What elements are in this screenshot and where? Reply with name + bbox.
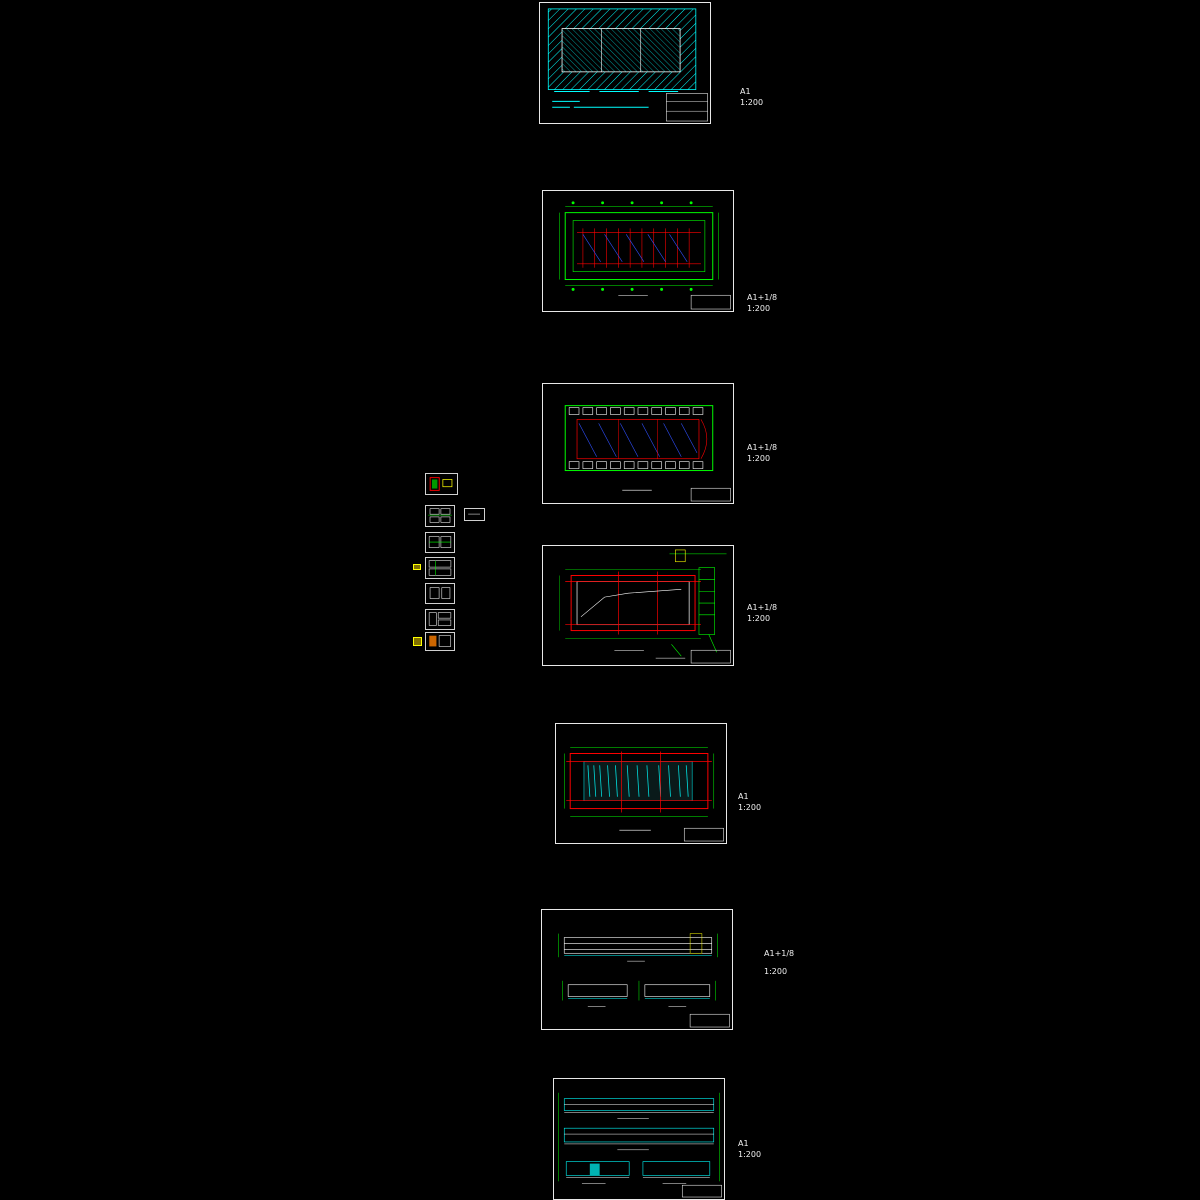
drawing-sheet-floor-plan-1[interactable]: [542, 190, 734, 312]
thumbnail-sheet-3[interactable]: [425, 532, 455, 553]
sheet-7-format-label: A1: [738, 1139, 749, 1148]
drawing-sheet-roof-plan[interactable]: [542, 545, 734, 666]
thumbnail-sheet-6[interactable]: [425, 609, 455, 630]
thumbnail-yellow-tag-2[interactable]: [413, 637, 422, 646]
drawing-sheet-sections[interactable]: [553, 1078, 725, 1200]
sheet-5-format-label: A1: [738, 792, 749, 801]
thumbnail-4-drawing: [428, 560, 452, 576]
thumbnail-sheet-4[interactable]: [425, 557, 455, 579]
thumbnail-1-drawing: [429, 477, 453, 491]
sheet-1-format-label: A1: [740, 87, 751, 96]
drawing-sheet-floor-plan-2[interactable]: [542, 383, 734, 504]
thumbnail-legend-drawing: [468, 513, 480, 515]
thumbnail-7-drawing: [429, 635, 452, 647]
thumbnail-yellow-tag-1[interactable]: [413, 564, 421, 570]
sheet-6-scale-label: 1:200: [764, 967, 788, 976]
site-plan-drawing: [547, 8, 708, 122]
sheet-7-scale-label: 1:200: [738, 1150, 762, 1159]
sheet-1-scale-label: 1:200: [740, 98, 764, 107]
floor-plan-1-drawing: [559, 201, 731, 310]
roof-plan-drawing: [559, 549, 731, 664]
sheet-6-format-label: A1+1/8: [764, 949, 795, 958]
sheet-4-format-label: A1+1/8: [747, 603, 778, 612]
thumbnail-sheet-1[interactable]: [425, 473, 458, 495]
sheet-2-scale-label: 1:200: [747, 304, 771, 313]
thumbnail-5-drawing: [429, 587, 451, 599]
thumbnail-sheet-2[interactable]: [425, 505, 455, 527]
sheet-4-scale-label: 1:200: [747, 614, 771, 623]
thumbnail-3-drawing: [428, 536, 452, 548]
sheet-3-scale-label: 1:200: [747, 454, 771, 463]
drawing-sheet-roof-drainage[interactable]: [555, 723, 727, 844]
sheet-5-scale-label: 1:200: [738, 803, 762, 812]
floor-plan-2-drawing: [564, 405, 731, 502]
thumbnail-sheet-5[interactable]: [425, 583, 455, 604]
sections-drawing: [558, 1092, 722, 1198]
thumbnail-legend[interactable]: [464, 508, 485, 521]
drawing-sheet-elevations[interactable]: [541, 909, 733, 1030]
thumbnail-sheet-7[interactable]: [425, 632, 455, 651]
roof-drainage-drawing: [564, 747, 724, 842]
elevations-drawing: [558, 933, 730, 1028]
sheet-3-format-label: A1+1/8: [747, 443, 778, 452]
drawing-sheet-site-plan[interactable]: [539, 2, 711, 124]
sheet-2-format-label: A1+1/8: [747, 293, 778, 302]
thumbnail-6-drawing: [428, 612, 452, 626]
thumbnail-2-drawing: [428, 508, 452, 523]
